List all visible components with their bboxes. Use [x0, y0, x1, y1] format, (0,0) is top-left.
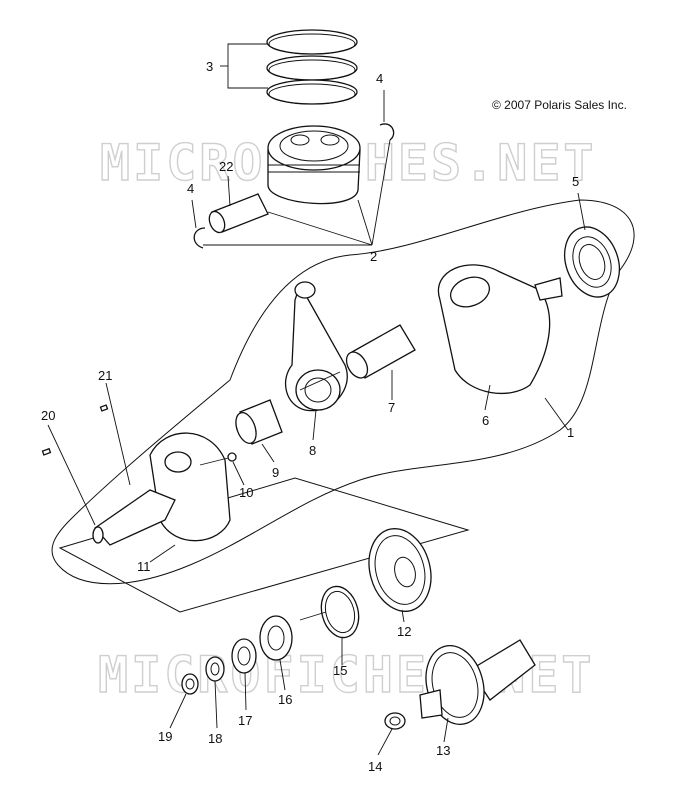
balance-shaft-gear: [419, 639, 536, 725]
woodruff-key-21: [99, 404, 109, 412]
washer-15: [320, 585, 360, 639]
piston: [267, 125, 361, 205]
callout-4-left: 4: [187, 181, 194, 196]
callout-7: 7: [388, 400, 395, 415]
callout-21: 21: [98, 368, 112, 383]
callout-9: 9: [272, 465, 279, 480]
woodruff-key-20: [41, 447, 52, 456]
callout-15: 15: [333, 663, 347, 678]
callout-22: 22: [219, 159, 233, 174]
wrist-pin: [208, 193, 269, 234]
washer-18: [205, 656, 225, 682]
callout-1: 1: [567, 425, 574, 440]
circlip-right: [379, 123, 395, 141]
collar-17: [231, 638, 257, 674]
ball: [227, 452, 237, 462]
copyright-text: © 2007 Polaris Sales Inc.: [492, 98, 627, 112]
callout-20: 20: [41, 408, 55, 423]
crank-pin: [345, 324, 416, 379]
washer-14: [384, 712, 406, 730]
main-bearing: [563, 226, 621, 298]
crankshaft-half-right: [437, 264, 563, 395]
callout-4-top: 4: [376, 71, 383, 86]
callout-6: 6: [482, 413, 489, 428]
callout-10: 10: [239, 485, 253, 500]
callout-12: 12: [397, 624, 411, 639]
callout-19: 19: [158, 729, 172, 744]
sprocket-16: [259, 615, 293, 661]
callout-17: 17: [238, 713, 252, 728]
nut-19: [181, 673, 199, 695]
callout-8: 8: [309, 443, 316, 458]
callout-14: 14: [368, 759, 382, 774]
callout-16: 16: [278, 692, 292, 707]
needle-bearing: [235, 399, 283, 445]
callout-11: 11: [137, 559, 151, 574]
crankshaft-half-left: [92, 432, 231, 546]
circlip-left: [193, 227, 206, 249]
leader-lines: [47, 43, 586, 756]
callout-5: 5: [572, 174, 579, 189]
crankshaft-assembly-outline: [51, 199, 635, 585]
callout-2: 2: [370, 249, 377, 264]
connecting-rod: [284, 281, 348, 412]
callout-18: 18: [208, 731, 222, 746]
callout-13: 13: [436, 743, 450, 758]
callout-3: 3: [206, 59, 213, 74]
piston-rings: [266, 29, 358, 105]
gear-12: [368, 528, 432, 612]
callout-labels: 3 4 22 4 5 2 21 7 20 6 1 8 9 10 11 12 15…: [41, 59, 579, 774]
